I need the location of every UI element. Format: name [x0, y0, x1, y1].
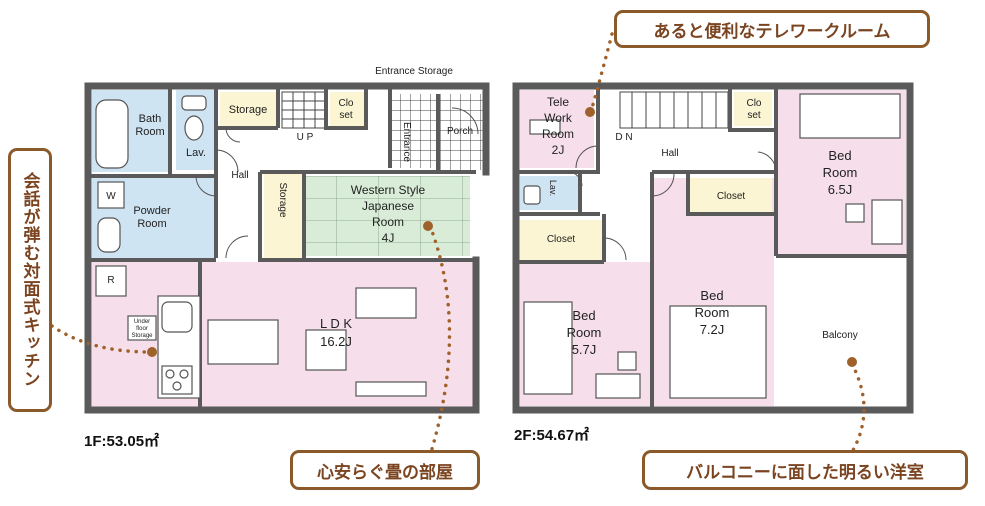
japanese-room	[306, 176, 470, 256]
storage-side-1f	[264, 174, 304, 258]
label-underfloor-3: Storage	[131, 333, 153, 339]
walls-1f	[84, 82, 490, 414]
label-japanese-2: Japanese	[362, 199, 414, 213]
refrigerator-icon	[95, 265, 127, 297]
walls-2f	[512, 82, 914, 414]
label-dn: D N	[615, 132, 632, 143]
callout-balcony: バルコニーに面した明るい洋室	[642, 450, 968, 490]
chair-icon-2	[617, 351, 637, 371]
label-bed2-1: Bed	[572, 308, 595, 323]
label-telework-2: Work	[544, 111, 573, 125]
stairs-2f	[619, 91, 729, 129]
label-bed1-3: 6.5J	[828, 182, 853, 197]
closet-left-2f	[520, 220, 602, 260]
vanity-sink-icon	[97, 217, 121, 253]
label-underfloor-2: floor	[136, 326, 148, 332]
doors-1f	[195, 107, 479, 259]
chair-icon	[845, 203, 865, 223]
label-closet-top-2f-2: set	[747, 110, 761, 121]
underfloor-storage-icon	[127, 315, 157, 341]
kitchen-sink-icon	[161, 301, 193, 333]
dining-table-icon	[207, 319, 279, 365]
closet-mid-2f	[690, 178, 772, 212]
label-bed2-2: Room	[567, 325, 602, 340]
label-telework-4: 2J	[552, 143, 565, 157]
label-bath: Bath	[139, 113, 162, 125]
label-telework-3: Room	[542, 127, 574, 141]
desk-icon-2	[871, 199, 903, 245]
sink-icon	[181, 95, 207, 111]
bathtub-icon	[95, 99, 129, 169]
label-ldk: L D K	[320, 316, 352, 331]
label-hall-1f: Hall	[231, 170, 248, 181]
storage-top-1f	[220, 92, 276, 126]
label-bath-2: Room	[135, 126, 164, 138]
fixtures-2f	[523, 93, 903, 399]
label-telework-1: Tele	[547, 95, 569, 109]
desk-icon-3	[595, 373, 641, 399]
label-japanese-1: Western Style	[351, 183, 426, 197]
label-lav-2f: Lav.	[548, 180, 558, 196]
callout-leaders	[50, 32, 866, 464]
label-powder: Powder	[133, 205, 171, 217]
label-bed3-3: 7.2J	[700, 322, 725, 337]
tv-board-icon	[355, 381, 427, 397]
label-porch: Porch	[447, 126, 473, 137]
label-japanese-4: 4J	[382, 231, 395, 245]
label-closet-left: Closet	[547, 234, 576, 245]
label-washer: W	[106, 191, 116, 202]
bed-icon-2	[523, 301, 573, 395]
label-closet-mid: Closet	[717, 191, 746, 202]
label-bed1-1: Bed	[828, 148, 851, 163]
floor2-area-label: 2F:54.67㎡	[514, 427, 590, 444]
sofa-icon	[355, 287, 417, 319]
label-bed3-1: Bed	[700, 288, 723, 303]
label-japanese-3: Room	[372, 215, 404, 229]
label-bed2-3: 5.7J	[572, 342, 597, 357]
callout-telework: あると便利なテレワークルーム	[614, 10, 930, 48]
label-closet-top-2f: Clo	[746, 98, 761, 109]
closet-1f	[330, 92, 364, 126]
label-lav-1f: Lav.	[186, 147, 206, 159]
label-balcony: Balcony	[822, 330, 858, 341]
washing-machine-icon	[97, 181, 125, 209]
doors-2f	[567, 145, 777, 261]
label-closet-1f: Clo	[338, 98, 353, 109]
label-storage-top-1f: Storage	[229, 104, 268, 116]
label-underfloor-1: Under	[134, 319, 150, 325]
label-hall-2f: Hall	[661, 148, 678, 159]
bed-icon-1	[799, 93, 901, 139]
toilet-icon	[184, 115, 204, 141]
label-powder-2: Room	[137, 218, 166, 230]
callout-japanese-room: 心安らぐ畳の部屋	[290, 450, 480, 490]
armchair-icon	[305, 329, 347, 371]
label-entrance: Entrance	[401, 122, 412, 162]
callout-anchor-dots	[147, 107, 857, 367]
label-closet-1f-2: set	[339, 110, 353, 121]
label-refrigerator: R	[107, 275, 114, 286]
callout-kitchen: 会話が弾む対面式キッチン	[8, 148, 52, 412]
label-ldk-size: 16.2J	[320, 334, 352, 349]
label-up: U P	[297, 132, 314, 143]
floor1-area-label: 1F:53.05㎡	[84, 433, 160, 450]
floor-1-plan	[84, 82, 490, 414]
sink-2f-icon	[523, 185, 541, 205]
stairs-1f	[281, 91, 327, 129]
floor-2-plan	[512, 82, 914, 414]
label-bed3-2: Room	[695, 305, 730, 320]
label-entrance-storage: Entrance Storage	[375, 66, 453, 77]
inner-walls-1f	[88, 86, 476, 408]
closet-top-2f	[734, 92, 772, 126]
label-storage-side: Storage	[277, 182, 288, 217]
bed-icon-3	[669, 305, 767, 399]
fixtures-1f	[95, 95, 427, 399]
desk-icon	[529, 119, 561, 135]
label-bed1-2: Room	[823, 165, 858, 180]
